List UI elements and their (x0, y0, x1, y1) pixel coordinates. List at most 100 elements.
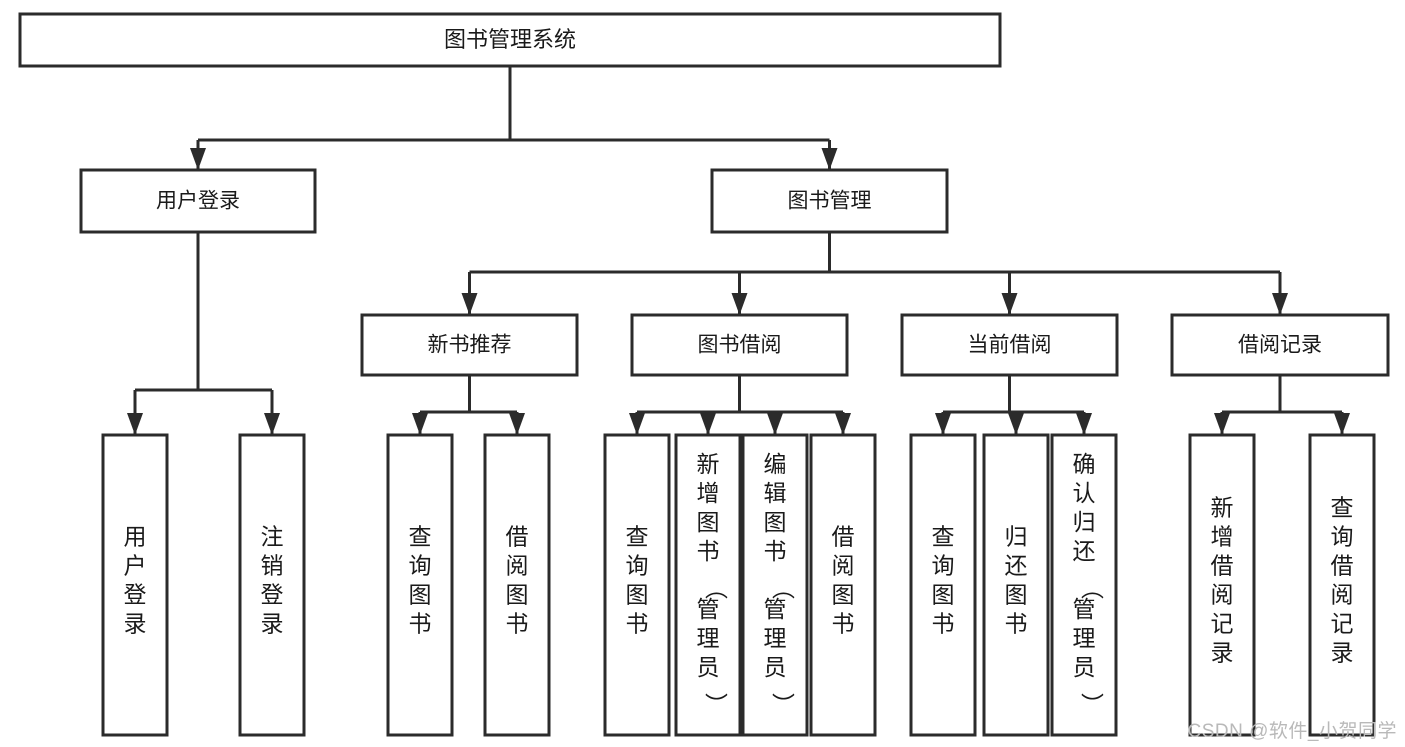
node-leaf-borrow-book-1-box (483, 433, 551, 737)
node-leaf-query-record-label-char: 查 (1331, 495, 1354, 521)
node-leaf-edit-book-label-char: 图 (764, 509, 787, 535)
node-leaf-confirm-return-label-char: 认 (1073, 480, 1096, 506)
node-leaf-add-record-label-char: 记 (1211, 611, 1234, 637)
node-current-borrow-label: 当前借阅 (968, 334, 1052, 357)
node-leaf-query-book-3-label-char: 书 (932, 611, 955, 637)
node-leaf-query-book-2-label-char: 图 (626, 582, 649, 608)
node-leaf-query-book-2-label-char: 查 (626, 524, 649, 550)
node-book-borrow[interactable]: 图书借阅 (630, 313, 849, 377)
node-leaf-confirm-return-box (1050, 433, 1118, 737)
node-leaf-query-book-1-label-char: 查 (409, 524, 432, 550)
node-leaf-borrow-book-1-label-char: 书 (506, 611, 529, 637)
node-leaf-add-book-label-char: （ (703, 577, 729, 600)
arrow-head-icon (1076, 413, 1092, 435)
arrow-head-icon (509, 413, 525, 435)
node-new-book-recommend[interactable]: 新书推荐 (360, 313, 579, 377)
node-leaf-return-book-label-char: 还 (1005, 553, 1028, 579)
node-leaf-query-book-2-label-char: 询 (626, 553, 649, 579)
arrow-head-icon (127, 413, 143, 435)
node-leaf-confirm-return-label-char: 理 (1073, 625, 1096, 651)
arrow-head-icon (835, 413, 851, 435)
node-root[interactable]: 图书管理系统 (18, 12, 1002, 68)
node-leaf-query-book-1-label-char: 书 (409, 611, 432, 637)
connector-layer (127, 66, 1350, 435)
node-leaf-borrow-book-2-label-char: 阅 (832, 553, 855, 579)
node-leaf-edit-book-label-char: 书 (764, 538, 787, 564)
node-root-box (18, 12, 1002, 68)
node-leaf-query-book-3-label-char: 查 (932, 524, 955, 550)
arrow-head-icon (1214, 413, 1230, 435)
node-leaf-query-book-1-box (386, 433, 454, 737)
node-leaf-query-book-2-box (603, 433, 671, 737)
arrow-head-icon (700, 413, 716, 435)
arrow-head-icon (821, 148, 838, 170)
node-leaf-user-logout-label-char: 登 (261, 582, 284, 608)
node-leaf-edit-book-label-char: 管 (764, 596, 787, 622)
node-leaf-add-book-label-char: 理 (697, 625, 720, 651)
node-leaf-user-logout-label-char: 注 (261, 524, 284, 550)
node-leaf-return-book-label-char: 书 (1005, 611, 1028, 637)
node-leaf-borrow-book-1-label-char: 借 (506, 524, 529, 550)
node-leaf-add-book-label-char: ） (703, 693, 729, 716)
node-leaf-borrow-book-2-label-char: 图 (832, 582, 855, 608)
node-leaf-query-record-label-char: 记 (1331, 611, 1354, 637)
node-leaf-query-book-3-label-char: 图 (932, 582, 955, 608)
node-leaf-borrow-book-1-label-char: 阅 (506, 553, 529, 579)
node-leaf-add-book-label-char: 管 (697, 596, 720, 622)
node-leaf-query-book-1-label-char: 询 (409, 553, 432, 579)
node-leaf-edit-book-label-char: （ (770, 577, 796, 600)
node-leaf-add-record-label-char: 借 (1211, 553, 1234, 579)
node-leaf-return-book-label-char: 图 (1005, 582, 1028, 608)
node-leaf-add-book-label-char: 增 (697, 480, 720, 506)
node-leaf-user-logout-box (238, 433, 306, 737)
node-leaf-add-record-label-char: 阅 (1211, 582, 1234, 608)
node-leaf-borrow-book-2-box (809, 433, 877, 737)
node-user-login-box (79, 168, 317, 234)
node-book-borrow-label: 图书借阅 (698, 334, 782, 357)
node-leaf-user-login[interactable]: 用户登录 (101, 433, 169, 737)
node-leaf-user-login-label-char: 用 (124, 524, 147, 550)
arrow-head-icon (935, 413, 951, 435)
node-leaf-borrow-book-2-label-char: 借 (832, 524, 855, 550)
node-leaf-add-book-label-char: 新 (697, 451, 720, 477)
node-current-borrow-box (900, 313, 1119, 377)
node-leaf-query-record-box (1308, 433, 1376, 737)
node-leaf-add-record-label-char: 新 (1211, 495, 1234, 521)
node-book-manage-label: 图书管理 (788, 190, 872, 213)
node-leaf-user-login-label-char: 登 (124, 582, 147, 608)
node-leaf-return-book-box (982, 433, 1050, 737)
node-leaf-query-record-label-char: 借 (1331, 553, 1354, 579)
node-leaf-confirm-return-label-char: （ (1079, 577, 1105, 600)
node-leaf-edit-book-label-char: 理 (764, 625, 787, 651)
node-user-login[interactable]: 用户登录 (79, 168, 317, 234)
node-leaf-query-record-label-char: 阅 (1331, 582, 1354, 608)
node-book-manage-box (710, 168, 949, 234)
node-leaf-add-record-label-char: 录 (1211, 640, 1234, 666)
node-leaf-user-login-box (101, 433, 169, 737)
node-leaf-return-book-label-char: 归 (1005, 524, 1028, 550)
node-leaf-user-logout-label-char: 录 (261, 611, 284, 637)
node-leaf-query-book-3-label-char: 询 (932, 553, 955, 579)
node-leaf-query-book-1-label-char: 图 (409, 582, 432, 608)
node-borrow-record[interactable]: 借阅记录 (1170, 313, 1390, 377)
node-leaf-add-book-label-char: 员 (697, 654, 720, 680)
arrow-head-icon (461, 293, 478, 315)
node-book-manage[interactable]: 图书管理 (710, 168, 949, 234)
arrow-head-icon (1001, 293, 1018, 315)
node-current-borrow[interactable]: 当前借阅 (900, 313, 1119, 377)
node-leaf-borrow-book-2-label-char: 书 (832, 611, 855, 637)
node-leaf-edit-book-box (741, 433, 809, 737)
